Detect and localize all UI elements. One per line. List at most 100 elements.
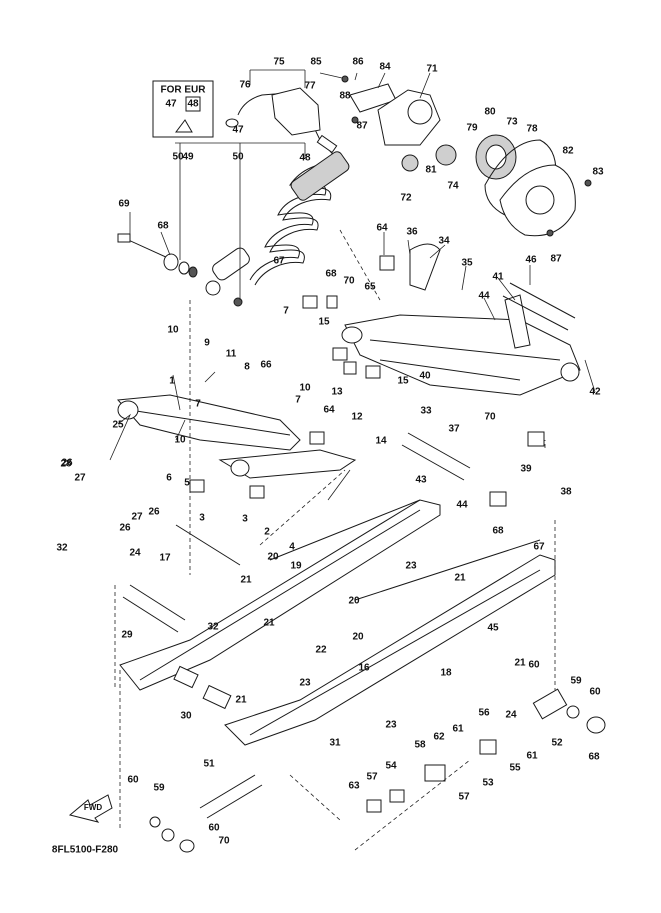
drawing-code: 8FL5100-F280: [52, 845, 119, 856]
callout-label: 21: [235, 695, 247, 706]
callout-label: 70: [218, 836, 230, 847]
callout-label: 32: [56, 543, 68, 554]
callout-label: 15: [397, 376, 409, 387]
callout-label: 60: [208, 823, 220, 834]
callout-label: 26: [61, 458, 73, 469]
callout-label: 36: [406, 227, 418, 238]
callout-label: 58: [414, 740, 426, 751]
callout-label: 1: [169, 376, 175, 387]
callout-label: 21: [263, 618, 275, 629]
callout-label: 3: [242, 514, 248, 525]
callout-label: 15: [318, 317, 330, 328]
callout-label: 21: [454, 573, 466, 584]
front-arm: [116, 394, 357, 479]
callout-label: 87: [356, 121, 368, 132]
callout-label: 23: [385, 720, 397, 731]
callout-label: 2: [264, 527, 270, 538]
callout-label: 85: [310, 57, 322, 68]
callout-label: 68: [588, 752, 600, 763]
triangle-cap-icon: [175, 119, 193, 133]
callout-label: 49: [182, 152, 194, 163]
callout-label: 56: [478, 708, 490, 719]
callout-label: 5: [184, 478, 190, 489]
callout-label: 55: [509, 763, 521, 774]
callout-label: 70: [343, 276, 355, 287]
callout-label: 66: [260, 360, 272, 371]
callout-label: 63: [348, 781, 360, 792]
callout-label: 17: [159, 553, 171, 564]
callout-label: 31: [329, 738, 341, 749]
callout-label: 64: [376, 223, 388, 234]
callout-label: 75: [273, 57, 285, 68]
callout-label: 46: [525, 255, 537, 266]
callout-label: 68: [325, 269, 337, 280]
rear-arm: [341, 243, 581, 396]
callout-label: 52: [551, 738, 563, 749]
callout-label: 8: [244, 362, 250, 373]
callout-label: 84: [379, 62, 391, 73]
callout-label: 27: [74, 473, 86, 484]
slide-rails: [119, 499, 556, 746]
callout-label: 81: [425, 165, 437, 176]
callout-label: 65: [364, 282, 376, 293]
callout-label: 37: [448, 424, 460, 435]
shafts: [122, 282, 576, 819]
callout-label: 32: [207, 622, 219, 633]
callout-label: 50: [172, 152, 184, 163]
callout-label: 50: [232, 152, 244, 163]
callout-label: 10: [167, 325, 179, 336]
callout-label: 7: [283, 306, 289, 317]
callout-label: 21: [514, 658, 526, 669]
callout-label: 28: [60, 459, 72, 470]
callout-label: 79: [466, 123, 478, 134]
callout-label: 45: [487, 623, 499, 634]
callout-label: 70: [484, 412, 496, 423]
callout-label: 30: [180, 711, 192, 722]
callout-label: 60: [127, 775, 139, 786]
callout-label: 33: [420, 406, 432, 417]
callout-label: 9: [204, 338, 210, 349]
callout-label: 12: [351, 412, 363, 423]
callout-label: 59: [570, 676, 582, 687]
callout-label: 77: [304, 81, 316, 92]
callout-label: 42: [589, 387, 601, 398]
callout-label: 82: [562, 146, 574, 157]
callout-label: 62: [433, 732, 445, 743]
callout-label: 88: [339, 91, 351, 102]
callout-label: 22: [315, 645, 327, 656]
callout-label: 71: [426, 64, 438, 75]
callout-label: 76: [239, 80, 251, 91]
callout-label: 24: [129, 548, 141, 559]
shock-absorber: [205, 91, 350, 307]
region-note-range-start: 47: [165, 99, 177, 110]
callout-label: 20: [267, 552, 279, 563]
callout-label: 68: [157, 221, 169, 232]
callout-label: 64: [323, 405, 335, 416]
region-note-box: FOR EUR 47 48: [152, 80, 214, 138]
callout-label: 59: [153, 783, 165, 794]
callout-label: 20: [348, 596, 360, 607]
forward-arrow: FWD: [68, 794, 113, 823]
callout-label: 20: [352, 632, 364, 643]
callout-label: 44: [478, 291, 490, 302]
callout-label: 11: [226, 349, 237, 360]
callout-label: 7: [295, 395, 301, 406]
callout-label: 29: [121, 630, 133, 641]
bushings: [149, 255, 606, 853]
callout-label: 48: [299, 153, 311, 164]
callout-label: 43: [415, 475, 427, 486]
callout-label: 80: [484, 107, 496, 118]
callout-label: 54: [385, 761, 397, 772]
callout-label: 21: [240, 575, 252, 586]
callout-label: 41: [492, 272, 504, 283]
reference-dashes: [114, 229, 556, 851]
callout-label: 34: [438, 236, 450, 247]
callout-label: 69: [118, 199, 130, 210]
callout-label: 3: [199, 513, 205, 524]
callout-label: 26: [119, 523, 131, 534]
callout-label: 57: [366, 772, 378, 783]
callout-label: 38: [560, 487, 572, 498]
callout-label: 19: [290, 561, 302, 572]
